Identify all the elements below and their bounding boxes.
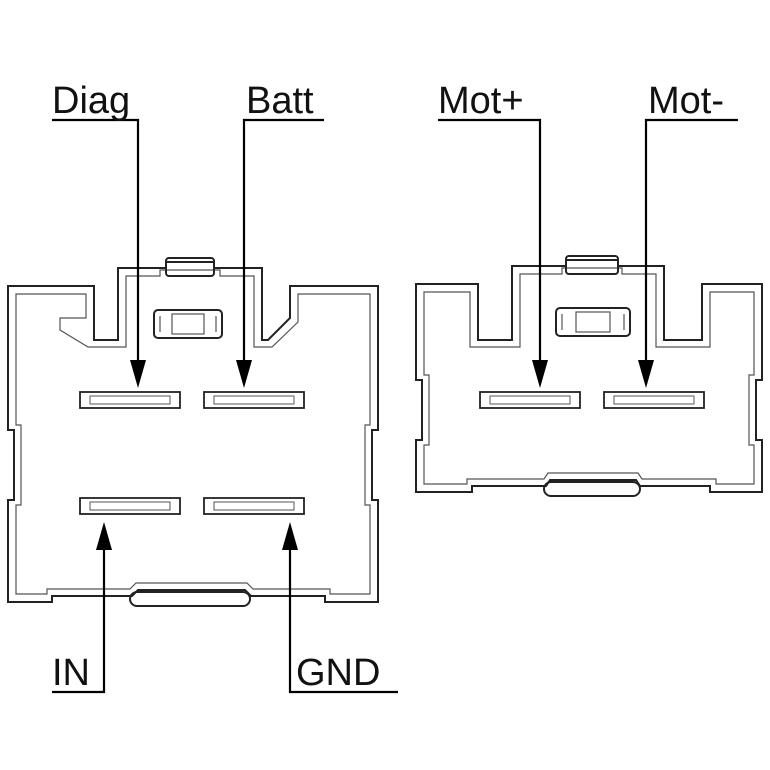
label-diag: Diag — [52, 80, 131, 122]
gnd-leader — [282, 522, 398, 694]
diag-leader — [52, 118, 146, 388]
left-pins — [79, 391, 305, 515]
pin-batt — [203, 391, 305, 409]
label-mot-minus: Mot- — [648, 80, 724, 122]
in-leader — [52, 522, 112, 694]
right-pins — [479, 391, 705, 409]
pin-mot-minus — [603, 391, 705, 409]
pin-diag — [79, 391, 181, 409]
pin-in — [79, 497, 181, 515]
label-in: IN — [52, 652, 90, 694]
pin-mot-plus — [479, 391, 581, 409]
batt-leader — [236, 118, 324, 388]
left-connector-housing — [7, 257, 379, 607]
right-connector-housing — [415, 255, 763, 497]
mot-minus-leader — [638, 118, 738, 388]
mot-plus-leader — [438, 118, 548, 388]
pin-gnd — [203, 497, 305, 515]
label-gnd: GND — [296, 652, 381, 694]
label-mot-plus: Mot+ — [438, 80, 524, 122]
label-batt: Batt — [246, 80, 314, 122]
